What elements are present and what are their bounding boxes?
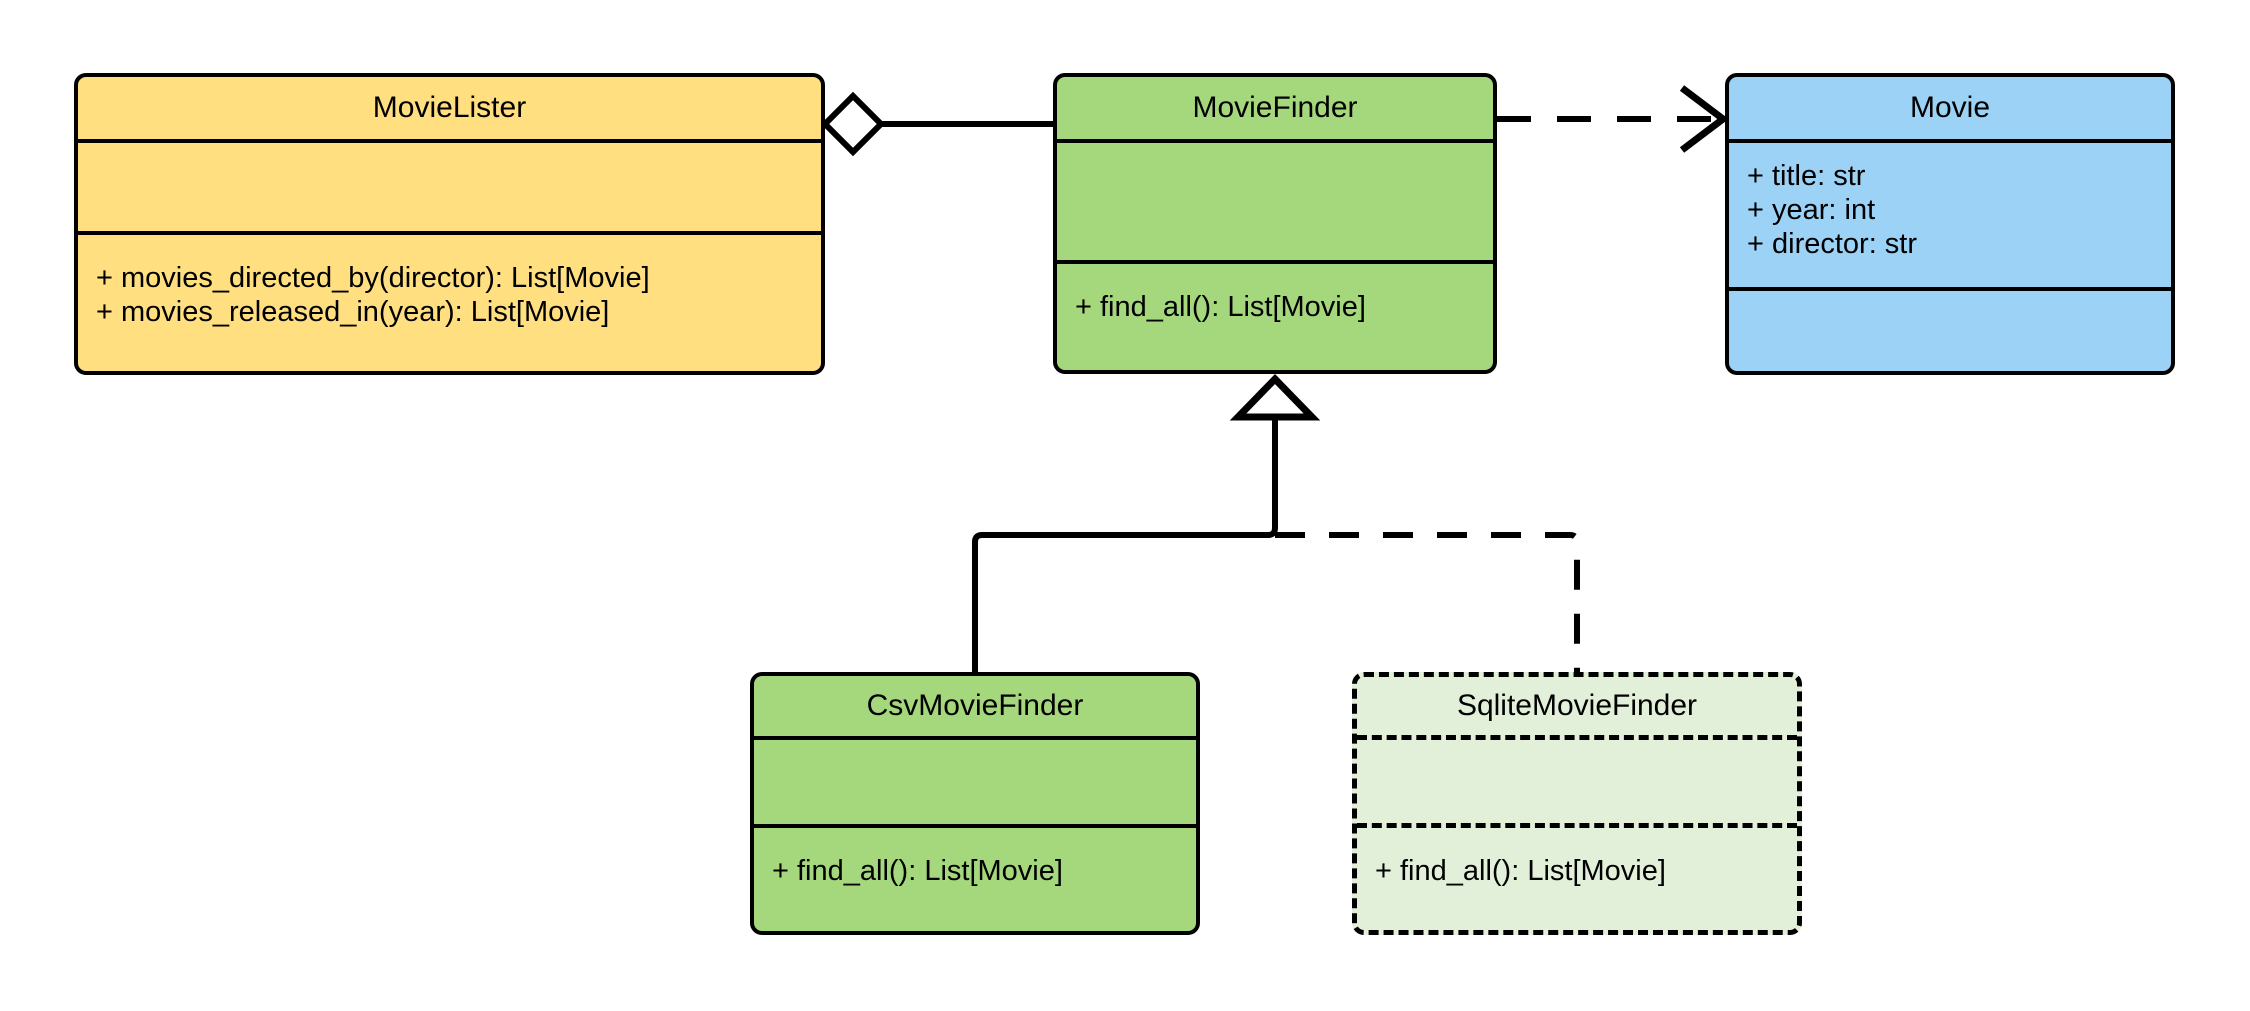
class-attributes-sqlite-movie-finder <box>1357 735 1797 823</box>
class-name-sqlite-movie-finder: SqliteMovieFinder <box>1456 689 1698 722</box>
class-box-movie-lister[interactable]: MovieLister + movies_directed_by(directo… <box>74 73 825 375</box>
class-name-movie-lister: MovieLister <box>372 91 527 124</box>
class-box-movie-finder[interactable]: MovieFinder + find_all(): List[Movie] <box>1053 73 1497 374</box>
attribute-item: + director: str <box>1747 228 1918 261</box>
open-arrow-marker <box>1679 85 1729 153</box>
method-item: + find_all(): List[Movie] <box>772 855 1063 887</box>
class-header-sqlite-movie-finder: SqliteMovieFinder <box>1357 677 1797 735</box>
attribute-item: + title: str <box>1747 160 1866 192</box>
class-methods-csv-movie-finder: + find_all(): List[Movie] <box>754 824 1196 931</box>
class-name-movie-finder: MovieFinder <box>1192 91 1358 124</box>
class-header-movie: Movie <box>1729 77 2171 139</box>
relation-dependency-finder-movie <box>1497 85 1729 153</box>
attribute-item: + year: int <box>1747 194 1876 227</box>
class-name-movie: Movie <box>1909 91 1991 124</box>
class-methods-movie-lister: + movies_directed_by(director): List[Mov… <box>78 231 821 371</box>
class-methods-sqlite-movie-finder: + find_all(): List[Movie] <box>1357 823 1797 930</box>
class-methods-movie <box>1729 287 2171 371</box>
method-item: + find_all(): List[Movie] <box>1375 855 1666 887</box>
relation-inheritance-sqlite-finder <box>1275 532 1580 672</box>
method-item: + find_all(): List[Movie] <box>1075 291 1366 323</box>
class-attributes-movie-lister <box>78 139 821 231</box>
class-attributes-movie-finder <box>1057 139 1493 260</box>
class-methods-movie-finder: + find_all(): List[Movie] <box>1057 260 1493 370</box>
method-item: + movies_released_in(year): List[Movie] <box>96 296 610 329</box>
hollow-triangle-marker <box>1229 373 1321 421</box>
class-box-sqlite-movie-finder[interactable]: SqliteMovieFinder + find_all(): List[Mov… <box>1352 672 1802 935</box>
class-box-movie[interactable]: Movie + title: str + year: int + directo… <box>1725 73 2175 375</box>
class-attributes-movie: + title: str + year: int + director: str <box>1729 139 2171 287</box>
method-item: + movies_directed_by(director): List[Mov… <box>96 262 650 294</box>
class-name-csv-movie-finder: CsvMovieFinder <box>866 689 1084 722</box>
class-box-csv-movie-finder[interactable]: CsvMovieFinder + find_all(): List[Movie] <box>750 672 1200 935</box>
class-header-movie-lister: MovieLister <box>78 77 821 139</box>
relation-aggregation-lister-finder <box>820 91 1053 157</box>
class-attributes-csv-movie-finder <box>754 736 1196 824</box>
hollow-diamond-marker <box>820 91 886 157</box>
relation-inheritance-csv-finder <box>972 416 1278 672</box>
class-header-movie-finder: MovieFinder <box>1057 77 1493 139</box>
class-header-csv-movie-finder: CsvMovieFinder <box>754 676 1196 736</box>
